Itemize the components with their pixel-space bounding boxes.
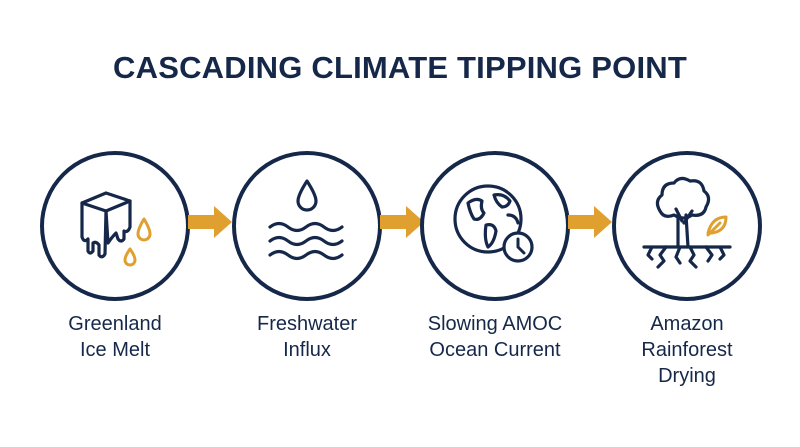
drying-tree-leaf-icon (642, 176, 732, 269)
water-drop-waves-icon (268, 179, 344, 261)
stage-greenland-ice-melt (40, 151, 190, 301)
stage-label-slowing-amoc: Slowing AMOC Ocean Current (400, 311, 590, 363)
stage-label-greenland-ice-melt: Greenland Ice Melt (20, 311, 210, 363)
right-arrow-icon (188, 206, 232, 238)
right-arrow-icon (568, 206, 612, 238)
label-line: Greenland (68, 313, 162, 335)
stage-slowing-amoc (420, 151, 570, 301)
melting-ice-cube-icon (80, 191, 152, 267)
label-line: Ocean Current (429, 339, 561, 361)
label-line: Amazon (650, 313, 724, 335)
right-arrow-icon (380, 206, 424, 238)
label-line: Rainforest (641, 339, 733, 361)
stage-label-amazon-rainforest-drying: Amazon Rainforest Drying (592, 311, 782, 389)
diagram-title: CASCADING CLIMATE TIPPING POINT (113, 50, 687, 85)
globe-slowing-clock-icon (453, 184, 534, 263)
label-line: Freshwater (256, 313, 358, 335)
stage-label-freshwater-influx: Freshwater Influx (212, 311, 402, 363)
label-line: Ice Melt (79, 339, 151, 361)
stage-freshwater-influx (232, 151, 382, 301)
label-line: Slowing AMOC (427, 313, 563, 335)
label-line: Influx (283, 339, 331, 361)
stage-amazon-rainforest-drying (612, 151, 762, 301)
label-line: Drying (658, 365, 716, 387)
